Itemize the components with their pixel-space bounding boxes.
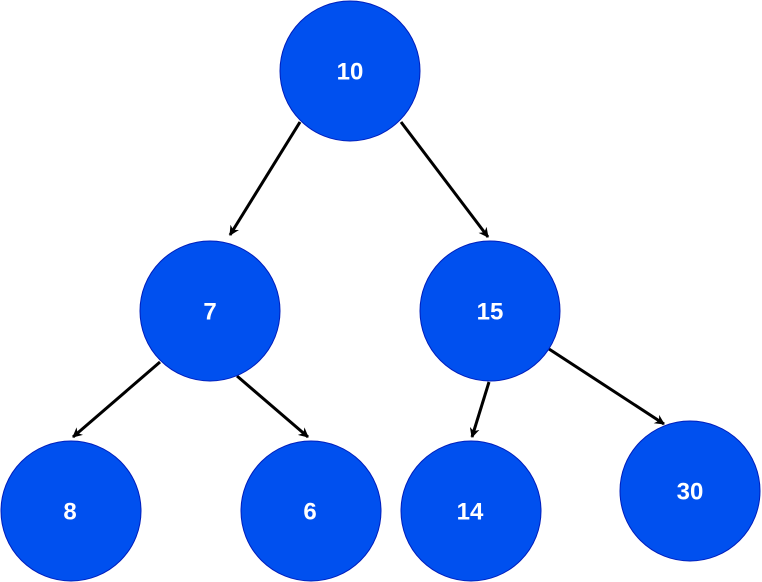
node-label-8: 8 [63,499,76,526]
edge-7-to-8 [72,360,161,439]
tree-node-14: 14 [400,440,542,582]
node-label-30: 30 [677,479,704,506]
edge-7-to-6 [236,374,309,439]
node-label-7: 7 [203,299,216,326]
node-label-6: 6 [303,499,316,526]
node-label-14: 14 [457,499,484,526]
tree-node-7: 7 [139,240,281,382]
node-label-15: 15 [477,299,504,326]
tree-node-6: 6 [240,440,382,582]
edge-10-to-15 [399,121,490,238]
edges [72,121,665,439]
node-label-10: 10 [337,59,364,86]
tree-node-10: 10 [279,0,421,142]
tree-node-30: 30 [619,420,761,562]
tree-node-15: 15 [419,240,561,382]
edge-15-to-14 [469,381,491,438]
edge-15-to-30 [548,347,665,426]
edge-10-to-7 [228,121,302,236]
tree-node-8: 8 [0,440,142,582]
